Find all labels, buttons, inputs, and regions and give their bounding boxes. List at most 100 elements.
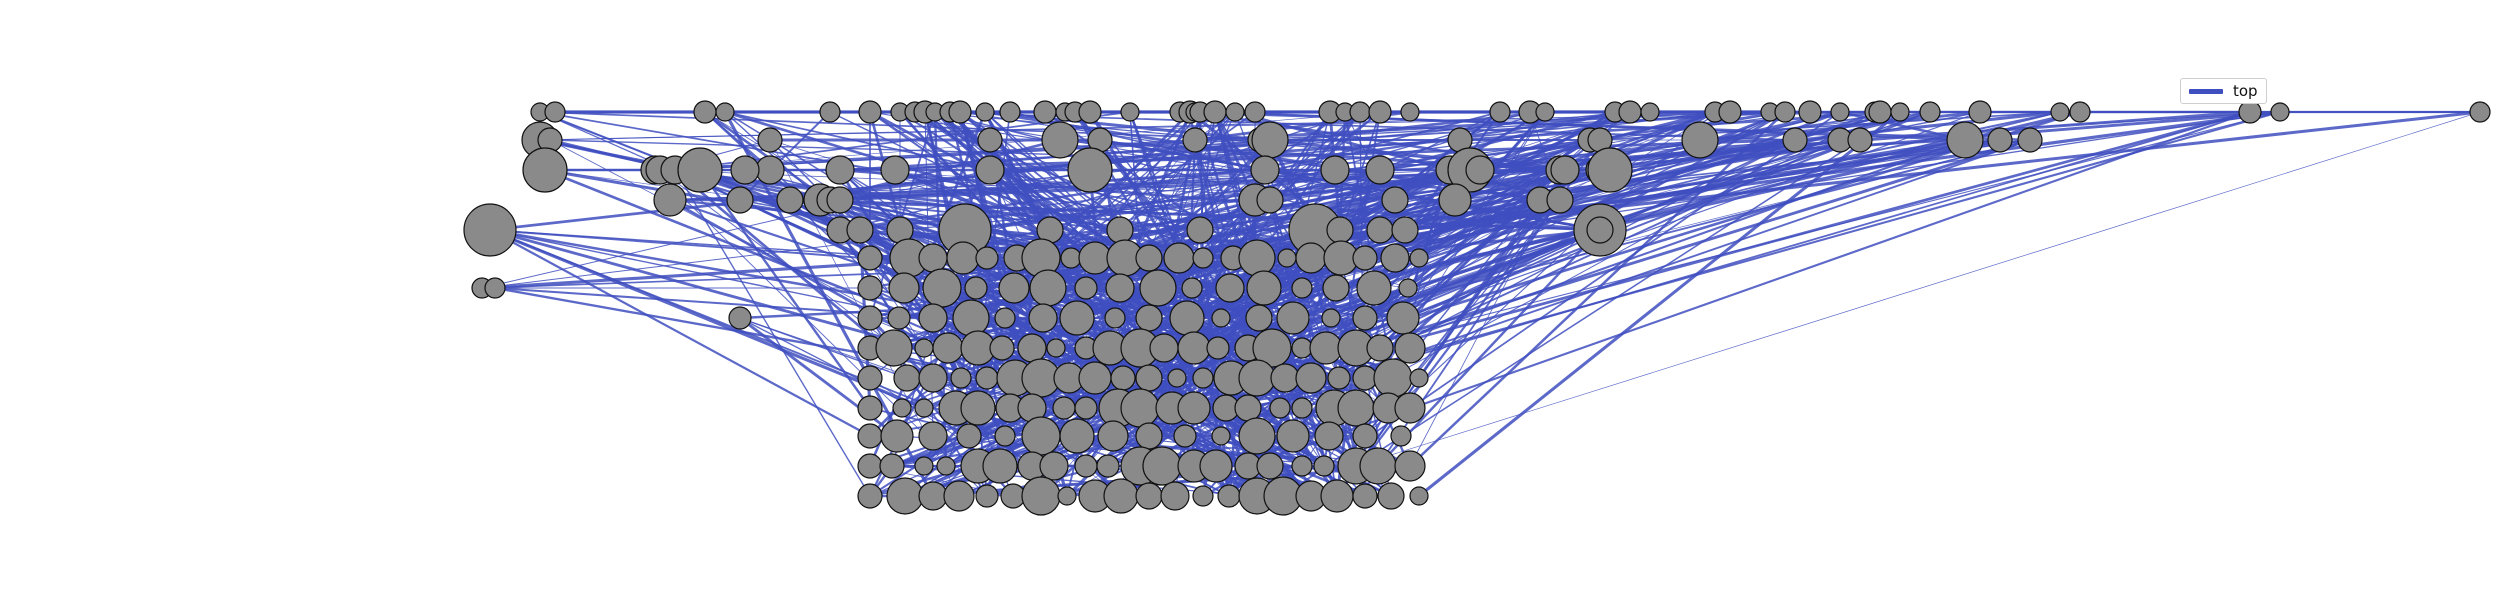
graph-node <box>1215 273 1245 303</box>
graph-node <box>757 127 783 153</box>
graph-node <box>1313 455 1335 477</box>
graph-edge <box>674 169 871 497</box>
graph-node <box>1181 277 1203 299</box>
graph-node <box>522 147 568 193</box>
graph-node <box>1039 451 1069 481</box>
graph-node <box>1059 418 1095 454</box>
graph-node <box>1320 155 1350 185</box>
graph-node <box>1366 216 1394 244</box>
node-layer <box>463 100 2491 516</box>
graph-node <box>1139 269 1177 307</box>
graph-edge <box>1379 110 2251 350</box>
graph-node <box>1309 331 1343 365</box>
graph-node <box>1256 452 1284 480</box>
graph-node <box>2469 101 2491 123</box>
graph-node <box>879 453 905 479</box>
graph-node <box>1167 368 1187 388</box>
graph-edge <box>1040 139 1591 259</box>
graph-node <box>1238 239 1276 277</box>
graph-edge <box>1114 110 1716 320</box>
graph-node <box>1314 421 1344 451</box>
graph-node <box>1489 101 1511 123</box>
graph-node <box>2050 102 2070 122</box>
graph-node <box>846 216 874 244</box>
graph-node <box>1465 155 1495 185</box>
graph-edge <box>1377 229 1601 467</box>
graph-edge <box>1217 110 1841 350</box>
graph-node <box>914 338 934 358</box>
graph-node <box>1206 336 1230 360</box>
graph-node <box>1390 425 1412 447</box>
graph-node <box>892 398 912 418</box>
graph-node <box>1074 276 1098 300</box>
graph-node <box>1352 305 1378 331</box>
graph-node <box>946 241 980 275</box>
graph-node <box>880 155 910 185</box>
graph-edge <box>539 111 1271 141</box>
graph-node <box>1256 186 1284 214</box>
graph-edge <box>1418 110 1901 498</box>
graph-node <box>956 423 982 449</box>
graph-node <box>653 183 687 217</box>
graph-node <box>1356 270 1392 306</box>
graph-node <box>1352 483 1378 509</box>
graph-node <box>730 155 760 185</box>
graph-node <box>1029 269 1067 307</box>
graph-node <box>960 390 996 426</box>
graph-node <box>918 421 948 451</box>
graph-node <box>998 272 1030 304</box>
graph-node <box>858 100 882 124</box>
graph-edge <box>704 110 910 260</box>
graph-node <box>1028 303 1058 333</box>
graph-node <box>1373 358 1413 398</box>
graph-edge <box>1031 287 1159 349</box>
graph-edge <box>1355 111 2481 467</box>
graph-node <box>2069 101 2091 123</box>
graph-node <box>1225 102 1245 122</box>
graph-node <box>918 243 948 273</box>
graph-node <box>1381 186 1409 214</box>
graph-node <box>1352 423 1378 449</box>
graph-node <box>1291 455 1313 477</box>
graph-node <box>1550 155 1580 185</box>
graph-node <box>857 483 883 509</box>
graph-node <box>1270 363 1300 393</box>
graph-node <box>1192 247 1214 269</box>
graph-node <box>1135 422 1163 450</box>
graph-node <box>693 100 717 124</box>
graph-node <box>1211 308 1231 328</box>
graph-node <box>1386 301 1420 335</box>
graph-node <box>914 398 934 418</box>
graph-node <box>1890 102 1910 122</box>
graph-node <box>994 307 1016 329</box>
graph-edge <box>1016 111 1531 259</box>
graph-node <box>1409 368 1429 388</box>
graph-node <box>857 365 883 391</box>
graph-node <box>1041 121 1079 159</box>
graph-edge <box>674 111 1381 171</box>
graph-node <box>1398 278 1418 298</box>
graph-node <box>1192 485 1214 507</box>
graph-edge <box>1338 111 2251 379</box>
graph-node <box>1391 216 1419 244</box>
graph-node <box>1211 426 1231 446</box>
legend: top <box>2180 78 2267 104</box>
graph-node <box>1135 304 1163 332</box>
graph-node <box>1052 396 1076 420</box>
graph-node <box>1409 248 1429 268</box>
graph-node <box>1163 242 1195 274</box>
graph-node <box>1177 391 1211 425</box>
graph-node <box>943 480 975 512</box>
graph-node <box>1110 365 1136 391</box>
graph-node <box>484 277 506 299</box>
graph-node <box>918 363 948 393</box>
graph-node <box>819 101 841 123</box>
graph-node <box>1149 333 1179 363</box>
graph-node <box>1366 334 1394 362</box>
graph-node <box>1535 102 1555 122</box>
graph-node <box>1587 147 1633 193</box>
graph-node <box>1400 102 1420 122</box>
graph-node <box>1269 397 1291 419</box>
